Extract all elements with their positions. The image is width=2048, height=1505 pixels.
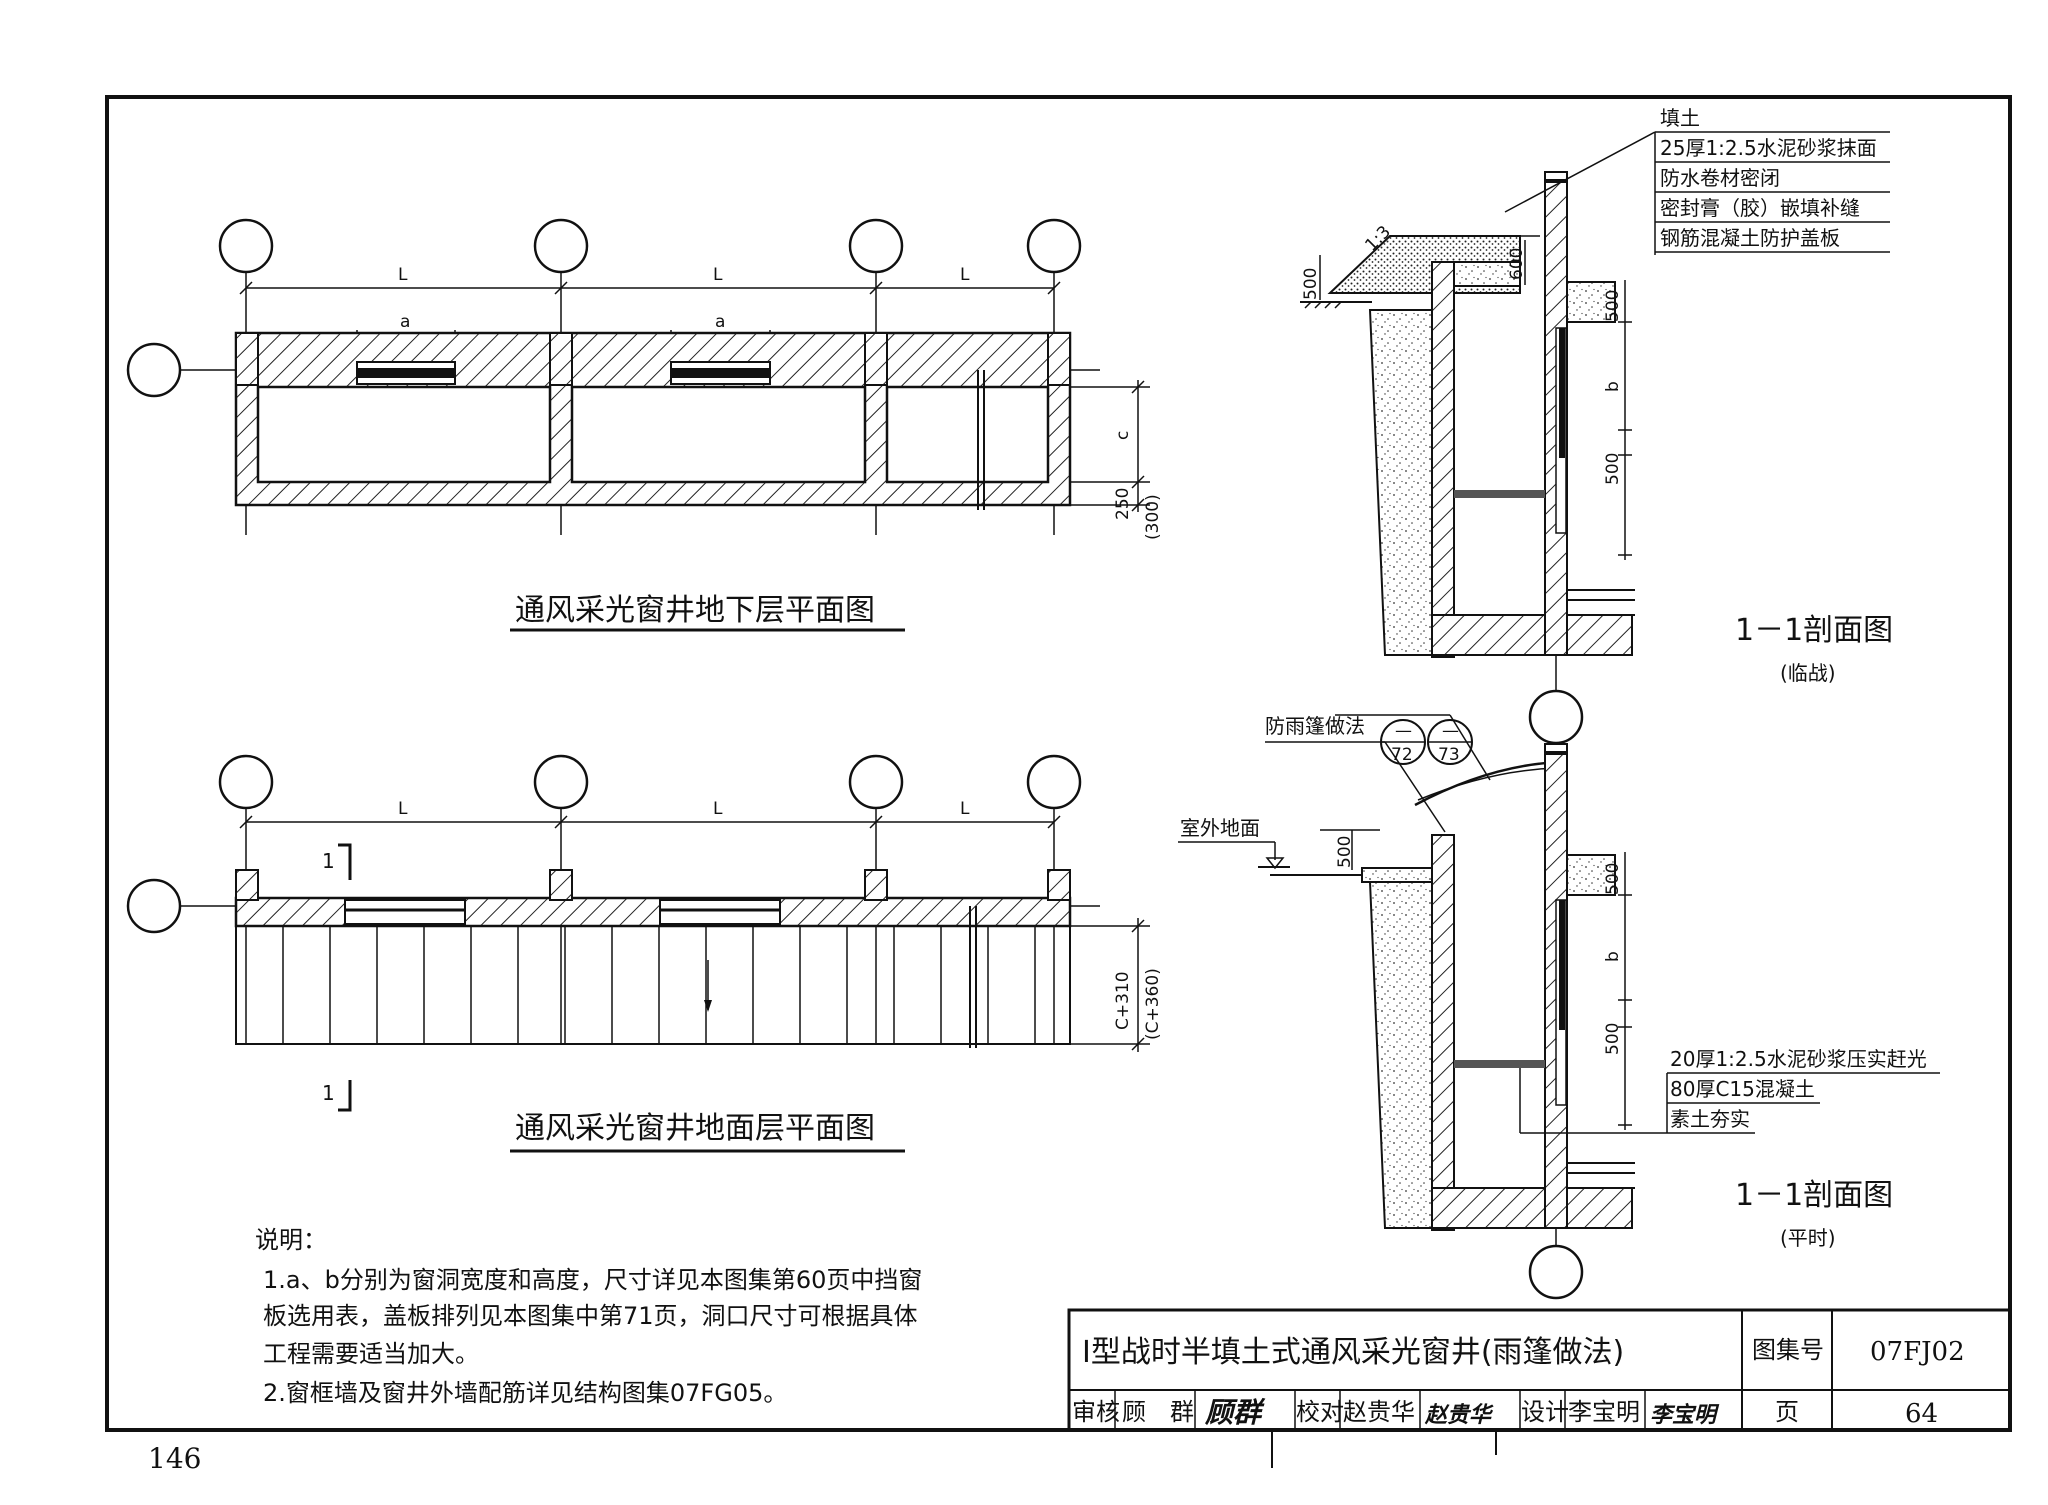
checker-signature: 赵贵华 xyxy=(1424,1402,1494,1428)
axis-bubble xyxy=(533,218,589,274)
drawing-title: Ⅰ型战时半填土式通风采光窗井(雨篷做法) xyxy=(1082,1335,1624,1370)
notes-line: 工程需要适当加大。 xyxy=(263,1340,479,1368)
layer-label: 填土 xyxy=(1660,106,1700,130)
floor-layer-label: 80厚C15混凝土 xyxy=(1670,1077,1815,1101)
check-label: 校对 xyxy=(1296,1398,1344,1426)
sheet-border xyxy=(105,95,2012,1432)
detail-ref-top: — xyxy=(1442,721,1459,741)
section-peace-title: 1－1剖面图 xyxy=(1735,1178,1893,1213)
dim-500: 500 xyxy=(1603,290,1623,322)
notes-line: 板选用表，盖板排列见本图集中第71页，洞口尺寸可根据具体 xyxy=(263,1302,918,1330)
floor-layer-label: 20厚1:2.5水泥砂浆压实赶光 xyxy=(1670,1047,1927,1071)
section-mark: 1 xyxy=(322,849,335,873)
designer-name: 李宝明 xyxy=(1568,1398,1640,1426)
ground-plan-title: 通风采光窗井地面层平面图 xyxy=(515,1111,875,1146)
design-label: 设计 xyxy=(1521,1398,1569,1426)
dim-500: 500 xyxy=(1603,453,1623,485)
dim-L: L xyxy=(398,799,408,819)
review-label: 审核 xyxy=(1072,1398,1120,1426)
dim-b: b xyxy=(1603,381,1623,392)
dim-c: c xyxy=(1113,431,1133,440)
axis-bubble xyxy=(1528,689,1584,745)
notes-line: 2.窗框墙及窗井外墙配筋详见结构图集07FG05。 xyxy=(263,1379,787,1407)
axis-bubble xyxy=(126,878,182,934)
section-war-subtitle: (临战) xyxy=(1780,661,1836,685)
section-mark: 1 xyxy=(322,1081,335,1105)
dim-500: 500 xyxy=(1603,1023,1623,1055)
dim-L: L xyxy=(960,265,970,285)
page-number-box: 64 xyxy=(1905,1399,1938,1429)
ground-label: 室外地面 xyxy=(1180,816,1260,840)
notes-heading: 说明： xyxy=(255,1226,327,1254)
dim-500: 500 xyxy=(1335,836,1355,868)
axis-bubble xyxy=(1528,1244,1584,1300)
reviewer-signature: 顾群 xyxy=(1204,1396,1266,1429)
canopy xyxy=(1414,760,1561,807)
section-wartime xyxy=(1300,131,1890,745)
section-peace-subtitle: (平时) xyxy=(1780,1226,1836,1250)
basement-wall xyxy=(234,331,1072,507)
designer-signature: 李宝明 xyxy=(1650,1402,1720,1428)
ground-plan xyxy=(126,754,1150,1153)
dim-500: 500 xyxy=(1603,863,1623,895)
section-peacetime xyxy=(1178,714,1940,1300)
dim-600: 600 xyxy=(1507,248,1527,280)
dim-c310: C+310 xyxy=(1113,971,1133,1030)
outer-wall xyxy=(1431,261,1455,658)
layer-label: 25厚1:2.5水泥砂浆抹面 xyxy=(1660,136,1877,160)
layer-label: 防水卷材密闭 xyxy=(1660,166,1780,190)
notes-line: 1.a、b分别为窗洞宽度和高度，尺寸详见本图集第60页中挡窗 xyxy=(263,1266,922,1294)
dim-250: 250 xyxy=(1113,488,1133,520)
dim-500: 500 xyxy=(1301,268,1321,300)
basement-plan xyxy=(126,218,1150,632)
axis-bubble xyxy=(533,754,589,810)
outer-wall xyxy=(1431,834,1455,1231)
dim-300: (300) xyxy=(1143,494,1163,540)
dim-a: a xyxy=(400,312,410,332)
atlas-number: 07FJ02 xyxy=(1870,1337,1965,1367)
axis-bubble xyxy=(848,218,904,274)
dim-L: L xyxy=(713,265,723,285)
cover-plates xyxy=(235,925,1071,1045)
sheet-page-number: 146 xyxy=(148,1442,201,1475)
axis-bubble xyxy=(218,218,274,274)
dim-L: L xyxy=(398,265,408,285)
section-war-title: 1－1剖面图 xyxy=(1735,613,1893,648)
axis-bubble xyxy=(126,342,182,398)
title-block xyxy=(1067,1308,2012,1468)
basement-plan-title: 通风采光窗井地下层平面图 xyxy=(515,593,875,628)
canopy-label: 防雨篷做法 xyxy=(1265,714,1365,738)
reviewer-name: 顾 群 xyxy=(1122,1398,1194,1426)
checker-name: 赵贵华 xyxy=(1343,1398,1415,1426)
axis-bubble xyxy=(848,754,904,810)
dim-a: a xyxy=(715,312,725,332)
axis-bubble xyxy=(1026,754,1082,810)
floor-layer-label: 素土夯实 xyxy=(1670,1107,1750,1131)
detail-ref-top: — xyxy=(1395,721,1412,741)
detail-ref-bottom: 72 xyxy=(1391,745,1413,765)
atlas-label: 图集号 xyxy=(1752,1336,1824,1364)
axis-bubble xyxy=(218,754,274,810)
axis-bubble xyxy=(1026,218,1082,274)
dim-L: L xyxy=(713,799,723,819)
dim-b: b xyxy=(1603,951,1623,962)
layer-label: 密封膏（胶）嵌填补缝 xyxy=(1660,196,1860,220)
dim-c360: (C+360) xyxy=(1143,968,1163,1040)
layer-label: 钢筋混凝土防护盖板 xyxy=(1660,226,1840,250)
page-label: 页 xyxy=(1775,1398,1799,1426)
detail-ref-bottom: 73 xyxy=(1438,745,1460,765)
dim-L: L xyxy=(960,799,970,819)
